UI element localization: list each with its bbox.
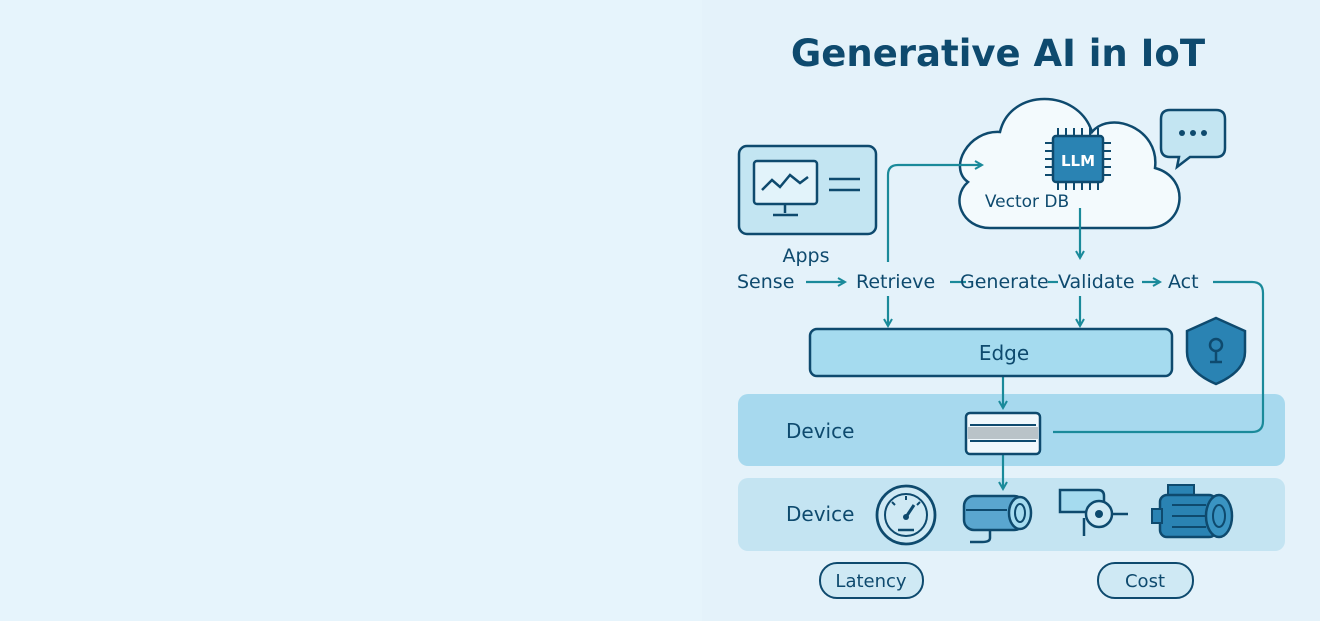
step-retrieve: Retrieve [856, 271, 935, 293]
cost-pill [1097, 562, 1194, 599]
sensor-icon [962, 494, 1033, 544]
device-label-2: Device [786, 502, 854, 526]
edge-label: Edge [979, 341, 1029, 365]
blank-left-panel [0, 0, 700, 621]
chip-icon [1045, 128, 1111, 190]
flow-connectors [806, 165, 1265, 489]
diagram-title: Generative AI in IoT [791, 32, 1206, 75]
vector-db-label: Vector DB [985, 192, 1069, 212]
shield-icon [1185, 316, 1247, 386]
latency-label: Latency [835, 571, 906, 592]
edge-box [808, 327, 1174, 378]
gateway-icon [964, 411, 1042, 456]
motor-icon [1151, 484, 1234, 539]
gauge-icon [875, 484, 937, 546]
llm-label: LLM [1061, 152, 1095, 170]
device-label-1: Device [786, 419, 854, 443]
monitor-chart-icon [737, 144, 878, 236]
step-validate: Validate [1058, 271, 1135, 293]
step-generate: Generate [960, 271, 1049, 293]
cost-label: Cost [1125, 571, 1165, 592]
apps-label: Apps [782, 245, 829, 267]
chat-bubble-icon [1159, 108, 1227, 171]
step-sense: Sense [737, 271, 794, 293]
step-act: Act [1168, 271, 1199, 293]
latency-pill [819, 562, 924, 599]
camera-icon [1058, 488, 1128, 536]
